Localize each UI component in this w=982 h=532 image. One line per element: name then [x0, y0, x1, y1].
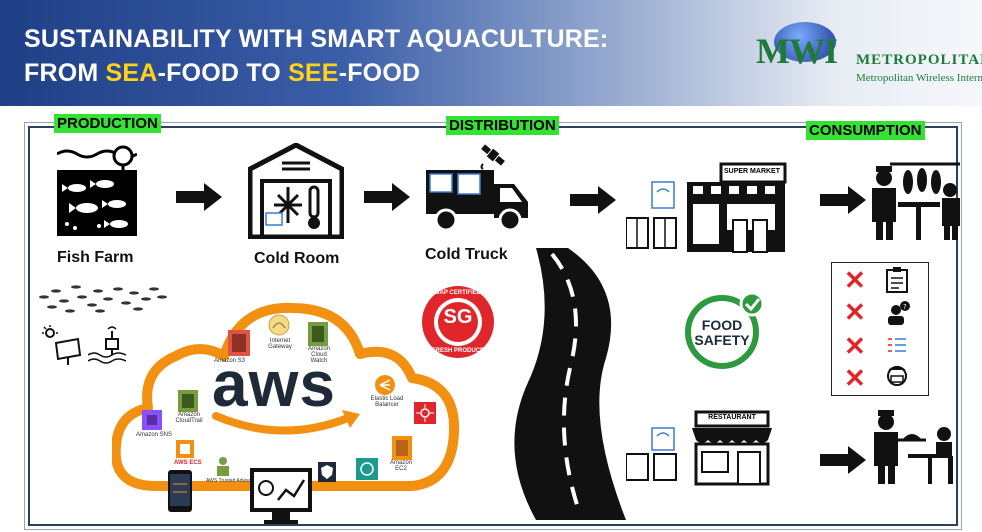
logo-subtitle: Metropolitan Wireless International — [856, 72, 982, 84]
supermarket-sign: SUPER MARKET — [724, 168, 781, 175]
masked-person-icon — [886, 365, 908, 389]
satellite-icon — [478, 140, 508, 170]
aws-smile-icon — [212, 410, 362, 440]
header-banner: SUSTAINABILITY WITH SMART AQUACULTURE: F… — [0, 0, 982, 106]
company-logo: MWI METROPOLITAN Metropolitan Wireless I… — [756, 20, 982, 92]
compliance-checklist: ✕ ✕ ✕ ✕ ? — [831, 262, 929, 396]
ec2-icon — [392, 436, 412, 460]
label-fish-farm: Fish Farm — [57, 249, 134, 266]
fish-farm-icon — [57, 144, 137, 236]
water-sensor-icon — [88, 325, 126, 365]
arrow-right-icon — [364, 183, 410, 211]
dashboard-monitor-icon — [250, 468, 312, 526]
title-suffix: -FOOD — [338, 59, 421, 87]
title-line-2: FROM SEA-FOOD TO SEE-FOOD — [24, 56, 608, 90]
stage-production: PRODUCTION — [54, 114, 161, 133]
title-prefix: FROM — [24, 59, 106, 87]
food-safety-line1: FOOD — [701, 317, 743, 333]
aws-cloud — [112, 286, 464, 516]
logo-mark: MWI — [756, 31, 838, 71]
clipboard-icon — [886, 267, 908, 293]
cross-icon: ✕ — [844, 363, 866, 393]
food-safety-text: FOOD SAFETY — [694, 318, 750, 348]
ecs-label: AWS ECS — [174, 460, 202, 466]
stage-distribution: DISTRIBUTION — [446, 116, 559, 135]
sg-gap-certified-badge — [420, 284, 496, 360]
elb-label: Elastic Load Balancer — [370, 396, 404, 408]
arrow-right-icon — [176, 183, 222, 211]
page-title: SUSTAINABILITY WITH SMART AQUACULTURE: F… — [24, 22, 608, 90]
solar-panel-icon — [42, 325, 82, 365]
logo-name: METROPOLITAN — [856, 52, 982, 68]
gateway-label: Internet Gateway — [268, 338, 292, 350]
ecs-icon — [176, 440, 194, 458]
fish-school-icon — [34, 277, 170, 319]
freezer-sensor-icon — [626, 180, 686, 250]
mobile-app-icon — [168, 470, 192, 512]
cold-room-icon — [248, 143, 344, 239]
sg-badge-bottom: FRESH PRODUCE — [431, 348, 484, 354]
sg-badge-center: SG — [443, 306, 473, 328]
chef-fish-icon — [870, 160, 962, 242]
cross-icon: ✕ — [844, 265, 866, 295]
sns-label: Amazon SNS — [136, 432, 173, 438]
supermarket-icon — [685, 160, 789, 254]
cross-icon: ✕ — [844, 331, 866, 361]
restaurant-sign: RESTAURANT — [708, 414, 756, 421]
globe-icon — [774, 22, 836, 62]
cloudwatch-label: Amazon Cloud Watch — [307, 346, 330, 364]
shield-icon — [318, 462, 336, 482]
food-safety-line2: SAFETY — [694, 332, 750, 348]
trusted-advisor-label: AWS Trusted Advisor — [206, 478, 254, 484]
cloudwatch-icon — [308, 322, 328, 346]
cloudtrail-icon — [178, 390, 198, 412]
food-safety-badge — [684, 290, 768, 370]
elb-icon — [374, 374, 396, 396]
arrow-right-icon — [570, 186, 616, 214]
arrow-right-icon — [820, 446, 866, 474]
aws-logo: aws — [212, 348, 336, 420]
freezer-sensor-icon — [626, 426, 686, 482]
network-icon — [414, 402, 436, 424]
title-see: SEE — [288, 59, 339, 87]
sns-icon — [142, 410, 162, 430]
trusted-advisor-icon — [214, 456, 232, 476]
ai-brain-icon — [356, 458, 378, 480]
title-line-1: SUSTAINABILITY WITH SMART AQUACULTURE: — [24, 25, 609, 53]
cloudtrail-label: Amazon CloudTrail — [175, 412, 203, 424]
s3-icon — [228, 330, 250, 356]
stage-consumption: CONSUMPTION — [806, 121, 925, 140]
cross-icon: ✕ — [844, 297, 866, 327]
gateway-icon — [268, 314, 290, 336]
svg-text:?: ? — [903, 303, 907, 311]
sg-badge-top: GAP CERTIFIED — [434, 290, 482, 296]
chef-serving-icon — [872, 410, 960, 486]
title-mid: -FOOD TO — [157, 59, 289, 87]
label-cold-truck: Cold Truck — [425, 246, 508, 263]
report-list-icon — [886, 335, 908, 357]
question-person-icon: ? — [886, 301, 910, 325]
s3-label: Amazon S3 — [214, 358, 246, 364]
ec2-label: Amazon EC2 — [389, 460, 412, 472]
restaurant-icon — [692, 410, 772, 486]
arrow-right-icon — [820, 186, 866, 214]
road-icon — [476, 248, 656, 520]
cold-truck-icon — [426, 168, 530, 232]
title-sea: SEA — [105, 59, 158, 87]
label-cold-room: Cold Room — [254, 250, 340, 267]
